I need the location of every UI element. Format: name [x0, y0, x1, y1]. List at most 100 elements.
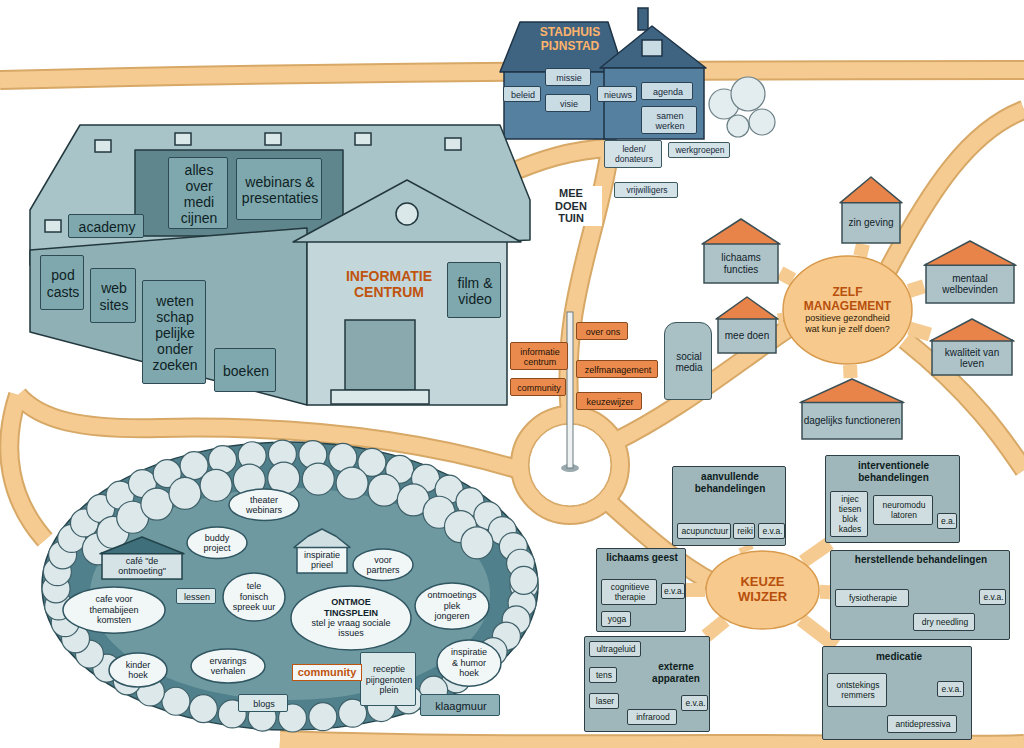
- text-block: film & video: [451, 275, 499, 307]
- treatment-sign: tens: [589, 667, 617, 683]
- house-roof: [100, 537, 184, 554]
- text-block: KEUZE WIJZER: [724, 575, 801, 605]
- building-sign: agenda: [641, 82, 693, 100]
- text-block: externe apparaten: [645, 661, 707, 684]
- text-block: blogs: [241, 699, 287, 709]
- node-text: beleid: [506, 90, 540, 100]
- wall-panel: pod casts: [40, 255, 84, 310]
- node-text: dagelijks functioneren: [803, 415, 901, 427]
- wall-panel: webinars & presentaties: [236, 158, 322, 220]
- meeting-bubble: ontmoetings plek jongeren: [414, 582, 490, 630]
- road-connector: [860, 244, 863, 256]
- treatment-building: cognitieve therapiee.v.a.yogalichaams ge…: [596, 548, 686, 632]
- building-sign: samen werken: [641, 106, 697, 134]
- treatment-sign: ultrageluid: [589, 641, 641, 657]
- text-block: zin geving: [843, 217, 899, 229]
- treatment-sign: antidepressiva: [887, 715, 957, 733]
- tree: [727, 115, 749, 137]
- road-connector: [909, 286, 924, 291]
- text-block: café "de ontmoeting": [103, 556, 181, 577]
- town-hall-roof: [600, 26, 706, 68]
- park-sign: blogs: [238, 694, 288, 712]
- wall-panel: boeken: [214, 348, 276, 392]
- treatment-sign: e.v.a.: [937, 681, 964, 697]
- tree: [461, 527, 493, 559]
- park-sign: lessen: [176, 588, 216, 604]
- node-text: e.v.a.: [982, 593, 1005, 603]
- meeting-bubble: tele fonisch spreek uur: [222, 572, 286, 622]
- node-text: zelfmanagement: [579, 365, 657, 375]
- signpost-arm: zelfmanagement: [576, 360, 658, 378]
- tree: [368, 474, 400, 506]
- shape-outline: [800, 378, 904, 440]
- advertising-column: social media: [664, 322, 712, 400]
- ellipse-outline: [109, 653, 167, 687]
- text-block: dry needling: [916, 618, 974, 628]
- road: [280, 740, 1024, 745]
- treatment-sign: e.v.a.: [979, 589, 1006, 605]
- node-text: dry needling: [916, 618, 974, 628]
- node-text: boeken: [218, 363, 274, 379]
- treatment-sign: reiki: [733, 523, 755, 539]
- text-block: dagelijks functioneren: [803, 415, 901, 427]
- node-text: klaagmuur: [424, 700, 498, 713]
- node-text: alles over medi cijnen: [172, 162, 226, 226]
- road: [888, 110, 1024, 270]
- front-gable: [293, 180, 521, 242]
- text-block: aanvullende behandelingen: [677, 471, 783, 494]
- node-text: STADHUIS PIJNSTAD: [530, 26, 610, 54]
- round-window: [396, 203, 418, 225]
- node-text: tele fonisch spreek uur: [233, 581, 276, 612]
- text-block: yoga: [604, 615, 630, 625]
- pavilion-floor: [297, 546, 347, 573]
- tree: [309, 703, 337, 731]
- shape-outline: [25, 100, 535, 410]
- text-block: cafe voor themabijeen komsten: [79, 594, 150, 625]
- meeting-bubble: ONTMOE TINGSPLEINstel je vraag sociale i…: [290, 585, 412, 651]
- treatment-sign: cognitieve therapie: [601, 579, 657, 605]
- node-text: blogs: [241, 699, 287, 709]
- garden-sign: leden/ donateurs: [604, 140, 662, 168]
- node-text: ontstekings remmers: [830, 681, 886, 701]
- ellipse-outline: [291, 586, 411, 650]
- text-block: web sites: [94, 280, 134, 312]
- node-text: lessen: [179, 592, 215, 602]
- road-outline: [905, 340, 1024, 470]
- text-block: receptie pijngenoten plein: [363, 664, 415, 695]
- road-outline: [888, 110, 1024, 270]
- dormer: [175, 133, 191, 145]
- cafe-house: café "de ontmoeting": [100, 536, 184, 580]
- park-ground: [42, 442, 538, 730]
- text-block: theater webinars: [240, 495, 288, 516]
- signpost-arm: community: [510, 378, 566, 396]
- tree: [336, 467, 368, 499]
- text-block: kinder hoek: [118, 660, 158, 681]
- house: dagelijks functioneren: [800, 378, 904, 440]
- tree: [141, 488, 173, 520]
- signpost-arm: over ons: [576, 322, 628, 340]
- wing-wall: [30, 228, 307, 405]
- node-text: e.v.a.: [940, 685, 963, 695]
- node-text: agenda: [644, 87, 692, 97]
- node-text: mentaal welbevinden: [927, 273, 1013, 296]
- road-connector: [706, 620, 725, 636]
- treatment-building: fysiotherapiedry needlinge.v.a.herstelle…: [830, 550, 1010, 640]
- ellipse-outline: [783, 256, 912, 364]
- front-wall: [307, 238, 507, 405]
- text-block: social media: [669, 351, 709, 374]
- text-block: e.v.a.: [761, 527, 784, 537]
- road: [0, 70, 1024, 745]
- building-sign: missie: [545, 68, 591, 86]
- text-block: beleid: [506, 90, 540, 100]
- house-wall: [802, 402, 902, 439]
- node-text: café "de ontmoeting": [103, 556, 181, 577]
- text-block: antidepressiva: [890, 720, 956, 730]
- ellipse-outline: [187, 527, 247, 558]
- text-block: e.v.a.: [940, 685, 963, 695]
- node-text: fysiotherapie: [838, 594, 908, 604]
- meeting-bubble: ervarings verhalen: [190, 648, 266, 684]
- shape-outline: [840, 176, 902, 244]
- text-block: e.a.: [940, 517, 956, 527]
- tree: [731, 77, 765, 111]
